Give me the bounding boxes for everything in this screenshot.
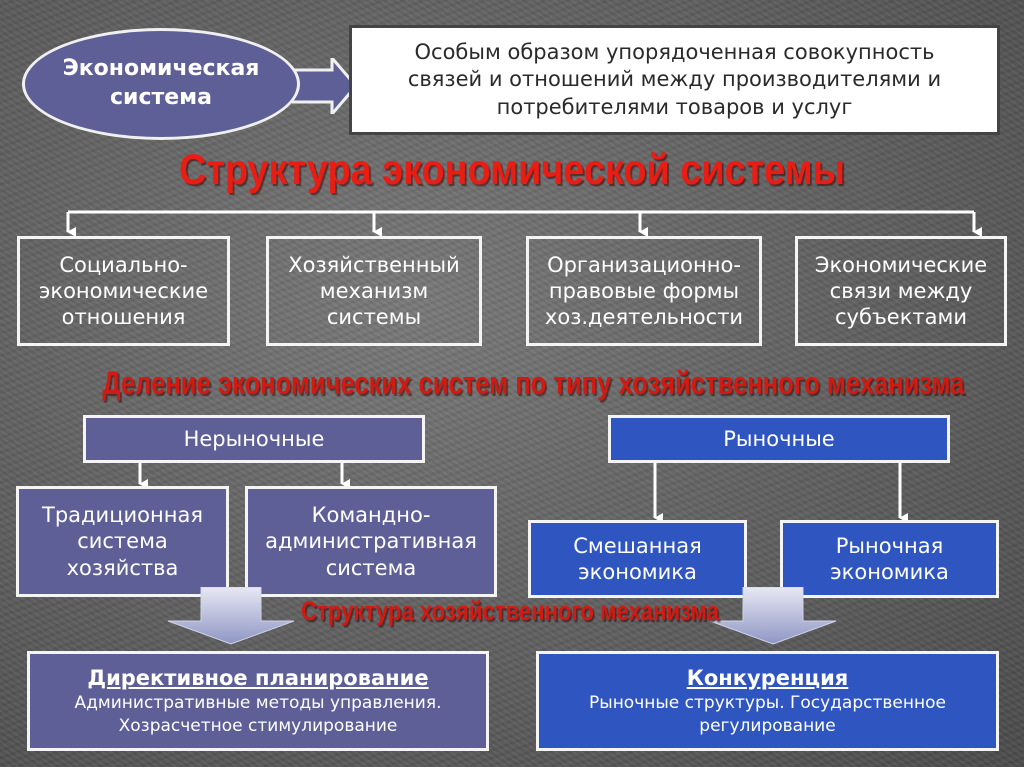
economic-system-ellipse: Экономическая система <box>22 28 300 140</box>
mechanism-title: Структура хозяйственного механизма <box>301 596 719 626</box>
down-arrow-icon <box>709 587 837 645</box>
market-header: Рыночные <box>608 415 950 463</box>
structure-item-social-economic: Социально- экономические отношения <box>17 236 230 346</box>
traditional-system-box: Традиционная система хозяйства <box>16 486 229 597</box>
market-economy-box: Рыночная экономика <box>780 520 999 598</box>
right-arrow-icon <box>292 58 358 114</box>
structure-title: Структура экономической системы <box>179 146 845 194</box>
ellipse-line: система <box>110 85 212 110</box>
structure-item-legal-forms: Организационно- правовые формы хоз.деяте… <box>526 236 762 346</box>
structure-item-economic-mechanism: Хозяйственный механизм системы <box>266 236 482 346</box>
division-child-line: административная <box>265 529 477 554</box>
directive-planning-line: Хозрасчетное стимулирование <box>118 716 398 737</box>
division-child-line: экономика <box>578 560 697 584</box>
directive-planning-box: Директивное планирование Административны… <box>27 651 489 751</box>
structure-item-line: Организационно- <box>547 252 741 277</box>
structure-item-line: связи между <box>829 278 973 303</box>
mixed-economy-box: Смешанная экономика <box>528 520 747 598</box>
division-title: Деление экономических систем по типу хоз… <box>102 365 965 401</box>
structure-item-line: экономические <box>38 278 209 303</box>
division-child-line: система <box>77 529 168 554</box>
structure-item-line: субъектами <box>835 305 967 330</box>
structure-item-line: правовые формы <box>548 278 740 303</box>
competition-line: регулирование <box>699 716 836 737</box>
market-label: Рыночные <box>723 426 835 451</box>
division-child-line: Традиционная <box>42 503 203 528</box>
division-child-line: Рыночная <box>835 533 944 558</box>
division-child-line: Командно- <box>311 503 431 528</box>
structure-item-line: Социально- <box>59 252 188 277</box>
directive-planning-line: Административные методы управления. <box>74 693 442 714</box>
division-child-line: Смешанная <box>573 533 702 558</box>
structure-item-line: хоз.деятельности <box>544 305 744 330</box>
competition-heading: Конкуренция <box>686 665 849 690</box>
structure-item-economic-links: Экономические связи между субъектами <box>795 236 1007 346</box>
competition-box: Конкуренция Рыночные структуры. Государс… <box>536 651 999 751</box>
structure-item-line: механизм <box>319 278 429 303</box>
ellipse-line: Экономическая <box>62 56 260 82</box>
non-market-header: Нерыночные <box>83 415 425 463</box>
definition-line: потребителями товаров и услуг <box>496 94 853 119</box>
down-arrow-icon <box>167 587 295 645</box>
structure-item-line: Экономические <box>814 252 988 277</box>
definition-line: Особым образом упорядоченная совокупност… <box>414 40 935 65</box>
structure-item-line: системы <box>326 305 422 330</box>
non-market-label: Нерыночные <box>183 426 325 451</box>
directive-planning-heading: Директивное планирование <box>87 665 429 690</box>
definition-line: связей и отношений между производителями… <box>407 67 942 92</box>
structure-item-line: Хозяйственный <box>288 252 460 277</box>
division-child-line: система <box>325 555 417 580</box>
structure-item-line: отношения <box>61 305 186 330</box>
division-child-line: экономика <box>830 560 949 584</box>
division-child-line: хозяйства <box>66 555 179 580</box>
competition-line: Рыночные структуры. Государственное <box>589 693 946 714</box>
command-system-box: Командно- административная система <box>245 486 497 597</box>
definition-box: Особым образом упорядоченная совокупност… <box>349 25 1000 135</box>
